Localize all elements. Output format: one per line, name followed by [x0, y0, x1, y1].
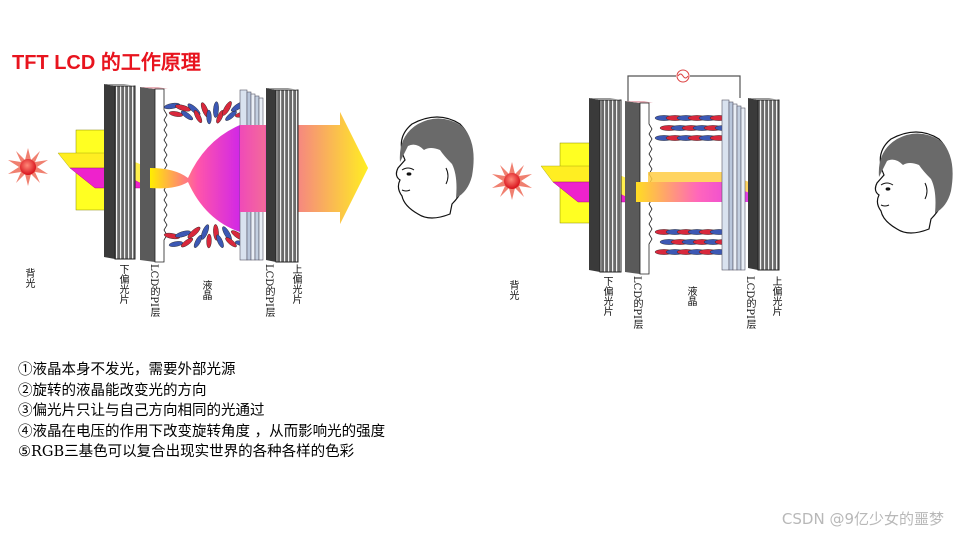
liquid-crystal-molecule [175, 104, 191, 112]
left-label-lower-pi-layer: LCD的PI层 [148, 264, 159, 317]
liquid-crystal-molecule [180, 237, 194, 248]
liquid-crystal-molecule [206, 233, 212, 249]
right-label-lower-pi-layer: LCD的PI层 [631, 276, 642, 329]
left-label-liquid-crystal: 液晶 [200, 280, 211, 300]
right-upper-polarizer [748, 98, 780, 271]
left-viewer-face [395, 116, 474, 219]
right-backlight-sun [492, 162, 532, 200]
left-backlight-sun [8, 148, 48, 186]
right-label-lower-polarizer: 下偏光片 [601, 276, 612, 316]
left-liquid-crystal-top [163, 101, 250, 125]
right-viewer-face [874, 131, 953, 234]
liquid-crystal-molecule [225, 237, 237, 248]
liquid-crystal-molecule [187, 226, 201, 239]
right-label-backlight: 背光 [507, 280, 518, 300]
left-label-lower-polarizer: 下偏光片 [117, 264, 128, 304]
right-label-liquid-crystal: 液晶 [685, 286, 696, 306]
right-incoming-light [540, 142, 637, 224]
watermark: CSDN @9亿少女的噩梦 [781, 510, 944, 528]
left-rotated-light [150, 125, 245, 232]
liquid-crystal-molecule [193, 110, 203, 124]
liquid-crystal-molecule [213, 101, 219, 118]
left-upper-polarizer [266, 88, 299, 263]
note-item: ⑤RGB三基色可以复合出现实世界的各种各样的色彩 [18, 444, 355, 460]
left-label-backlight: 背光 [23, 268, 34, 288]
notes-list: ①液晶本身不发光，需要外部光源 ②旋转的液晶能改变光的方向 ③偏光片只让与自己方… [18, 360, 385, 463]
left-lower-polarizer [104, 84, 136, 260]
liquid-crystal-molecule [222, 101, 232, 116]
liquid-crystal-molecule [200, 224, 210, 240]
right-voltage-circuit [627, 69, 741, 102]
page-title: TFT LCD 的工作原理 [12, 52, 201, 74]
left-label-upper-pi-layer: LCD的PI层 [263, 264, 274, 317]
liquid-crystal-molecule [216, 110, 224, 124]
note-item: ①液晶本身不发光，需要外部光源 [18, 362, 236, 378]
right-label-upper-polarizer: 上偏光片 [770, 276, 781, 316]
note-item: ③偏光片只让与自己方向相同的光通过 [18, 403, 265, 419]
liquid-crystal-molecule [175, 230, 191, 238]
note-item: ②旋转的液晶能改变光的方向 [18, 382, 207, 399]
liquid-crystal-molecule [180, 110, 194, 121]
right-label-upper-pi-layer: LCD的PI层 [744, 276, 755, 329]
note-item: ④液晶在电压的作用下改变旋转角度 ，从而影响光的强度 [18, 423, 386, 440]
left-diagram [8, 84, 474, 263]
liquid-crystal-molecule [225, 110, 237, 121]
right-liquid-crystal-top [654, 115, 734, 141]
right-lower-polarizer [589, 98, 622, 273]
left-liquid-crystal-bottom [163, 224, 250, 249]
right-liquid-crystal-bottom [654, 229, 734, 255]
left-label-upper-polarizer: 上偏光片 [290, 264, 301, 304]
right-diagram [492, 69, 953, 275]
liquid-crystal-molecule [216, 234, 224, 248]
right-upper-pi-layer [721, 99, 746, 271]
liquid-crystal-molecule [206, 109, 212, 125]
